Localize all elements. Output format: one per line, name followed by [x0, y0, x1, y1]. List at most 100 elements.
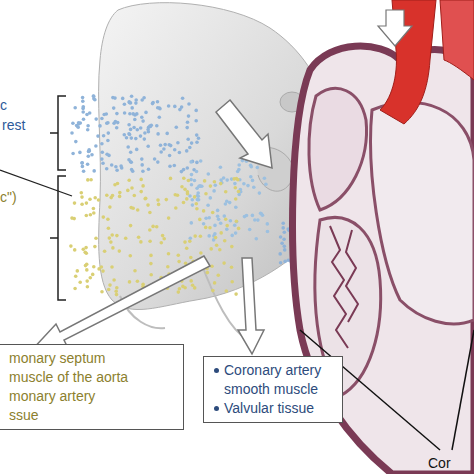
- cell-dot: [199, 159, 203, 163]
- cell-dot: [173, 105, 177, 109]
- bullet-mark: [214, 368, 219, 373]
- cell-dot: [91, 273, 95, 277]
- cell-dot: [127, 132, 131, 136]
- cell-dot: [128, 133, 132, 137]
- cell-dot: [225, 289, 229, 293]
- cell-dot: [76, 269, 80, 273]
- cell-dot: [146, 203, 150, 207]
- cell-dot: [86, 124, 90, 128]
- cell-dot: [81, 96, 85, 100]
- cell-dot: [246, 184, 250, 188]
- cell-dot: [213, 224, 217, 228]
- cell-dot: [126, 189, 130, 193]
- cell-dot: [158, 107, 162, 111]
- box-text: monary septum: [9, 349, 179, 368]
- region-label: c: [0, 96, 7, 114]
- cell-dot: [222, 261, 226, 265]
- cell-dot: [199, 251, 203, 255]
- cell-dot: [81, 99, 85, 103]
- cell-dot: [86, 285, 90, 289]
- cell-dot: [106, 139, 110, 143]
- cell-dot: [123, 111, 127, 115]
- cell-dot: [89, 276, 93, 280]
- cell-dot: [134, 98, 138, 102]
- cell-dot: [100, 157, 104, 161]
- cell-dot: [100, 290, 104, 294]
- cell-dot: [198, 218, 202, 222]
- cell-dot: [119, 164, 123, 168]
- cell-dot: [197, 136, 201, 140]
- cell-dot: [162, 147, 166, 151]
- cell-dot: [233, 182, 237, 186]
- cell-dot: [87, 155, 91, 159]
- cell-dot: [139, 240, 143, 244]
- cell-dot: [118, 191, 122, 195]
- cell-dot: [102, 215, 106, 219]
- cell-dot: [188, 240, 192, 244]
- cell-dot: [82, 105, 86, 109]
- cell-dot: [194, 109, 198, 113]
- cell-dot: [105, 193, 109, 197]
- region-label: c"): [0, 188, 17, 206]
- cell-dot: [163, 143, 167, 147]
- cell-dot: [186, 120, 190, 124]
- cell-dot: [123, 103, 127, 107]
- cell-dot: [108, 283, 112, 287]
- bullet-mark: [214, 406, 219, 411]
- cell-dot: [149, 262, 153, 266]
- cell-dot: [118, 249, 122, 253]
- cell-dot: [157, 203, 161, 207]
- cell-dot: [230, 234, 234, 238]
- cell-dot: [127, 178, 131, 182]
- cell-dot: [115, 169, 119, 173]
- cell-dot: [92, 94, 96, 98]
- cell-dot: [133, 113, 137, 117]
- cell-dot: [139, 134, 143, 138]
- cell-dot: [191, 283, 195, 287]
- cell-dot: [139, 190, 143, 194]
- cell-dot: [129, 128, 133, 132]
- cell-dot: [216, 209, 220, 213]
- cell-dot: [229, 219, 233, 223]
- cell-dot: [190, 141, 194, 145]
- cell-dot: [195, 133, 199, 137]
- cell-dot: [223, 214, 227, 218]
- cell-dot: [185, 197, 189, 201]
- cell-dot: [135, 148, 139, 152]
- cell-dot: [198, 184, 202, 188]
- cell-dot: [189, 256, 193, 260]
- cell-dot: [81, 165, 85, 169]
- cell-dot: [187, 114, 191, 118]
- cell-dot: [82, 170, 86, 174]
- cell-dot: [134, 101, 138, 105]
- cell-dot: [143, 131, 147, 135]
- cell-dot: [187, 179, 191, 183]
- cell-dot: [156, 132, 160, 136]
- cell-dot: [129, 254, 133, 258]
- cell-dot: [193, 179, 197, 183]
- cell-dot: [212, 189, 216, 193]
- cell-dot: [73, 201, 77, 205]
- cell-dot: [174, 206, 178, 210]
- cell-dot: [106, 218, 110, 222]
- cell-dot: [209, 196, 213, 200]
- cell-dot: [113, 96, 117, 100]
- cell-dot: [234, 186, 238, 190]
- cell-dot: [204, 192, 208, 196]
- cell-dot: [187, 102, 191, 106]
- cell-dot: [92, 265, 96, 269]
- cell-dot: [111, 246, 115, 250]
- cell-dot: [217, 273, 221, 277]
- cell-dot: [204, 216, 208, 220]
- cell-dot: [151, 225, 155, 229]
- cell-dot: [82, 117, 86, 121]
- cell-dot: [166, 265, 170, 269]
- cell-dot: [237, 168, 241, 172]
- cell-dot: [235, 220, 239, 224]
- cell-dot: [264, 183, 268, 187]
- cell-dot: [185, 246, 189, 250]
- cell-dot: [121, 97, 125, 101]
- cell-dot: [78, 281, 82, 285]
- cell-dot: [281, 226, 285, 230]
- cell-dot: [80, 191, 84, 195]
